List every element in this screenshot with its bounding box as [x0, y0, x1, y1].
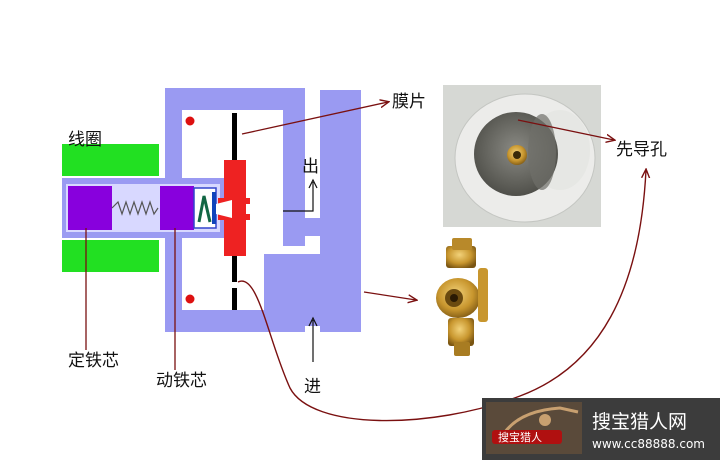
diaphragm-photo [443, 85, 601, 227]
watermark-url: www.cc88888.com [592, 437, 705, 451]
membrane-line-bottom [232, 254, 237, 282]
static-core [68, 186, 112, 230]
pilot-hole-leader [237, 170, 646, 422]
coil-label: 线圈 [68, 130, 102, 150]
fitting-photo [420, 238, 498, 362]
inlet-label: 进 [304, 377, 321, 397]
pilot-hole-pointer [517, 119, 614, 140]
static-core-label: 定铁芯 [68, 351, 119, 371]
moving-core-label: 动铁芯 [156, 371, 207, 391]
diaphragm-valve-tip [216, 200, 232, 218]
moving-core [160, 186, 194, 230]
seal-dot-bottom [185, 294, 195, 304]
watermark-tag: 搜宝猎人 [498, 430, 542, 444]
valve-body [165, 88, 361, 332]
outlet-flow-arrow [283, 182, 314, 212]
outlet-label: 出 [302, 157, 319, 177]
coil-bottom [62, 240, 159, 272]
fitting-pointer-arrow [363, 291, 416, 300]
membrane-label: 膜片 [392, 92, 426, 112]
membrane-line-top [232, 113, 237, 165]
membrane-leader [241, 102, 388, 135]
pilot-hole-label: 先导孔 [616, 140, 667, 160]
seal-dot-top [185, 116, 195, 126]
watermark-title: 搜宝猎人网 [592, 411, 687, 433]
spring [111, 200, 159, 216]
coil-top [62, 144, 159, 176]
watermark-logo: 搜宝猎人 搜宝猎人网 www.cc88888.com [482, 398, 720, 460]
membrane-line-base [232, 288, 237, 310]
